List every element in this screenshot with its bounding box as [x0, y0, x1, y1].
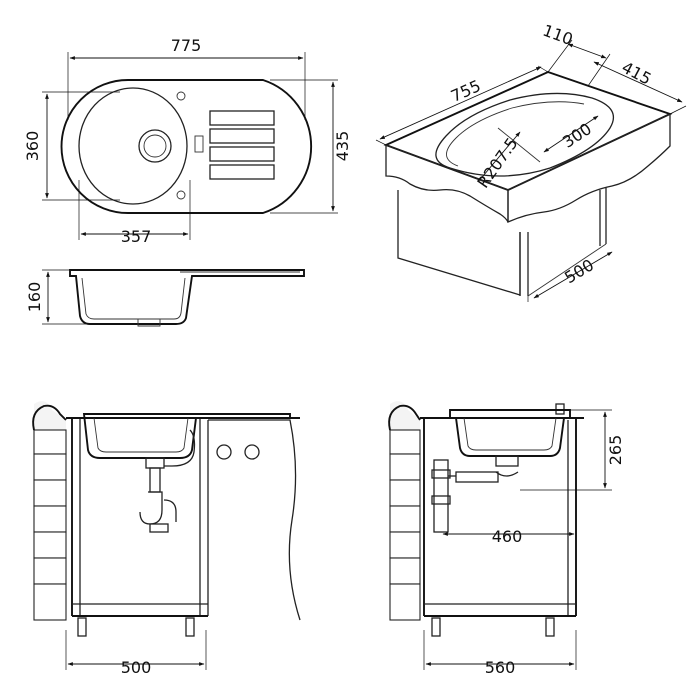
- side-waste-outlet: [495, 455, 519, 467]
- dim-front-cabinet-width: 500: [121, 658, 152, 677]
- front-siphon-bend: [163, 499, 177, 522]
- dim-line-110: [567, 43, 607, 59]
- side-leg-back: [431, 617, 441, 637]
- front-wall-top: [32, 404, 67, 431]
- front-sink-bowl: [82, 413, 291, 459]
- side-bowl-inner: [463, 417, 557, 451]
- dim-bowl-depth: 360: [23, 131, 42, 162]
- side-waste-bend: [495, 471, 519, 477]
- ext-755-left: [375, 139, 387, 146]
- dim-line-415: [593, 61, 683, 103]
- side-wall-top: [388, 404, 421, 431]
- front-socket-right: [244, 444, 260, 460]
- front-install-view: 500: [32, 401, 301, 677]
- dim-side-cabinet-depth: 560: [485, 658, 516, 677]
- sink-profile-outline: [69, 269, 305, 325]
- tap-hole-bottom: [176, 190, 186, 200]
- dim-iso-cabinet-depth: 500: [561, 255, 597, 287]
- dim-iso-depth: 415: [619, 58, 655, 89]
- front-leg-right: [185, 617, 195, 637]
- iso-cabinet-left-face: [397, 190, 521, 296]
- front-leg-left: [77, 617, 87, 637]
- sink-top-outline: [60, 79, 313, 214]
- drain-outer: [138, 129, 172, 163]
- front-neighbour-panel: [208, 419, 301, 621]
- front-bowl-inner: [93, 417, 189, 453]
- dim-bowl-height: 160: [25, 282, 44, 313]
- drainer-groove-4: [209, 164, 275, 180]
- side-siphon-nut-2: [431, 495, 451, 505]
- dim-bowl-width: 357: [121, 227, 152, 246]
- side-tap: [555, 403, 565, 415]
- drain-inner: [143, 134, 167, 158]
- side-install-view: 265 460 560: [388, 401, 625, 677]
- bowl-outline: [78, 87, 188, 205]
- dim-side-height: 265: [606, 435, 625, 466]
- radius-leader: [477, 131, 521, 183]
- drainer-groove-1: [209, 110, 275, 126]
- bowl-inner-profile: [81, 277, 186, 320]
- dim-line-300: [543, 115, 599, 153]
- drainer-groove-2: [209, 128, 275, 144]
- side-view: 160: [25, 269, 305, 327]
- dim-overall-width: 775: [171, 36, 202, 55]
- front-brick-wall: [32, 404, 67, 621]
- top-view: 775 360 435 357: [23, 36, 352, 246]
- overflow-slot: [194, 135, 204, 153]
- drain-stub: [137, 319, 161, 327]
- dim-overall-depth: 435: [333, 131, 352, 162]
- dim-side-drain-offset: 460: [492, 527, 523, 546]
- dim-iso-rim: 110: [540, 21, 575, 49]
- front-overflow-hose: [164, 429, 196, 467]
- ext-415-right: [669, 105, 687, 115]
- ext-110-right: [587, 53, 611, 87]
- tap-hole-top: [176, 91, 186, 101]
- dim-iso-bowl-length: 300: [559, 119, 595, 152]
- iso-view: 755 110 415 300 R207.5 500: [375, 21, 687, 302]
- drainer-groove-3: [209, 146, 275, 162]
- dim-line-755: [379, 66, 542, 140]
- iso-countertop-right: [507, 112, 671, 224]
- dim-line-500-iso: [533, 251, 613, 299]
- front-socket-left: [216, 444, 232, 460]
- front-waste-pipe: [149, 467, 161, 493]
- side-siphon-nut-1: [431, 469, 451, 479]
- dim-iso-length: 755: [448, 76, 484, 106]
- side-leg-front: [545, 617, 555, 637]
- side-horizontal-pipe: [455, 471, 499, 483]
- iso-countertop-front: [385, 144, 509, 223]
- front-siphon-nut: [149, 523, 169, 533]
- dim-iso-radius: R207.5: [473, 134, 521, 192]
- front-siphon-trap: [139, 491, 163, 525]
- front-waste-outlet: [145, 457, 165, 469]
- iso-countertop-top: [383, 70, 673, 192]
- ext-755-right: [537, 65, 549, 73]
- side-brick-wall: [388, 404, 421, 621]
- side-sink-bowl: [449, 409, 571, 457]
